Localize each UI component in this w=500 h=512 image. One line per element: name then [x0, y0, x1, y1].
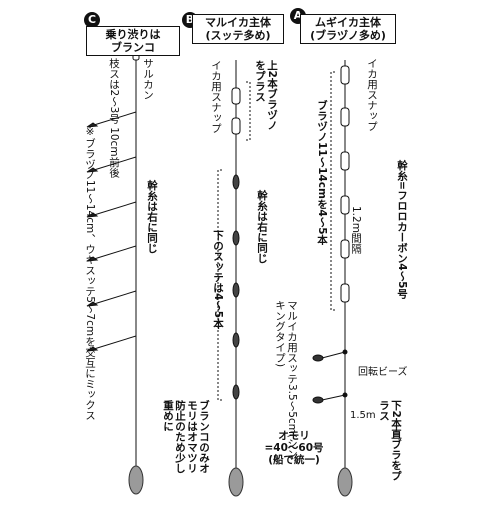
- rig-c-swivel-label: サルカン: [142, 58, 154, 100]
- rig-b-title-line2: (スッテ多め): [205, 29, 271, 42]
- rig-c-title-line2: ブランコ: [111, 41, 155, 54]
- rig-c-main-line-label: 幹糸は右に同じ: [146, 180, 158, 254]
- rig-c-badge: C: [84, 12, 100, 28]
- rig-b-sutte-label: マルイカ用スッテ3.5〜5cm(シンキングタイプ): [274, 300, 298, 459]
- rig-a-main-line-label: 幹糸=フロロカーボン4〜5号: [396, 160, 408, 299]
- rig-a-spacing-label: 1.2m間隔: [350, 206, 362, 254]
- rig-a-lures: [312, 65, 350, 404]
- rig-c-lines: [93, 55, 137, 470]
- rig-a-title-line2: (ブラヅノ多め): [310, 29, 386, 42]
- rig-b-upper-label: 上2本ブラヅノをプラス: [254, 60, 278, 131]
- rig-b-snap-label: イカ用スナップ: [210, 60, 222, 134]
- rig-c-title: 乗り渋りは ブランコ: [86, 26, 180, 56]
- rig-c-sinker: [128, 465, 144, 495]
- rig-b-lower-label: 下のスッテは4〜5本: [212, 230, 224, 329]
- rig-a-lines: [321, 60, 346, 470]
- rig-b-lures: [231, 87, 241, 400]
- rig-c-branch-length: 枝スは2〜3号 10cm前後: [108, 58, 120, 178]
- rig-b-sinker: [228, 467, 244, 497]
- rig-a-title-line1: ムギイカ主体: [315, 16, 381, 29]
- rig-b-main-line-label: 幹糸は右に同じ: [256, 190, 268, 264]
- rig-a-buradzuno-label: ブラヅノ11〜14cmを4〜5本: [316, 100, 328, 246]
- rig-c-jigs: [86, 122, 99, 352]
- rig-a-snap-label: イカ用スナップ: [366, 58, 378, 132]
- sinker-note: オモリ=40〜60号(船で統一): [264, 430, 324, 466]
- rig-b-title: マルイカ主体 (スッテ多め): [192, 14, 284, 44]
- rig-c-title-line1: 乗り渋りは: [105, 28, 161, 41]
- rig-a-swivel-beads-label: 回転ビーズ: [358, 367, 408, 378]
- rig-a-title: ムギイカ主体 (ブラヅノ多め): [300, 14, 396, 44]
- rig-c-bottom-note: ブランコのみオモリはオマツリ防止のため少し重めに: [162, 400, 210, 474]
- rig-c-note: ※ブラヅノ11〜14cm、ウキスッテ5〜7cmを交互にミックス: [84, 126, 96, 421]
- rig-a-bottom-plus-label: 下2本直ブラをプラス: [378, 400, 402, 481]
- rig-a-sinker: [337, 467, 353, 497]
- rig-a-bottom-length-label: 1.5m: [350, 410, 376, 421]
- rig-b-title-line1: マルイカ主体: [205, 16, 271, 29]
